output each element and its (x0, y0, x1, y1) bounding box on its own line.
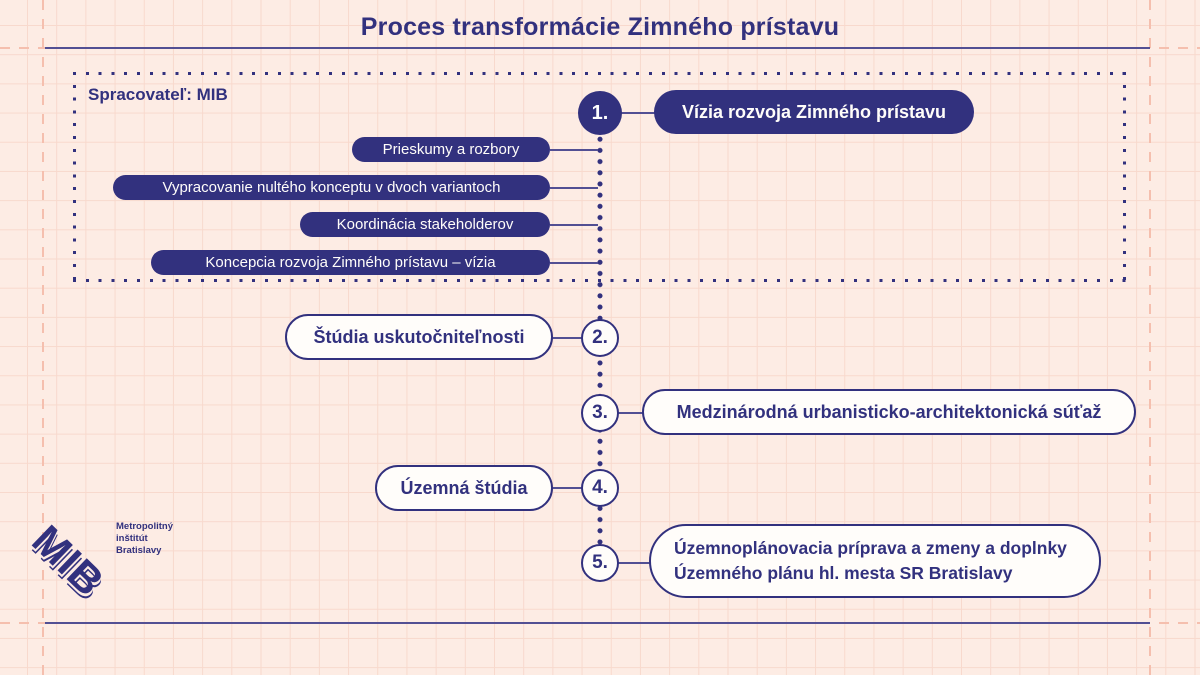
connector-substep1 (550, 149, 598, 151)
connector-step1 (620, 112, 656, 114)
connector-substep2 (550, 187, 598, 189)
step2-number-badge: 2. (581, 319, 619, 357)
step5-number-badge: 5. (581, 544, 619, 582)
step5-label-line2: Územného plánu hl. mesta SR Bratislavy (674, 563, 1013, 583)
connector-step3 (618, 412, 644, 414)
page-title: Proces transformácie Zimného prístavu (360, 13, 840, 41)
step2-label-pill: Štúdia uskutočniteľnosti (285, 314, 553, 360)
step1-label-pill: Vízia rozvoja Zimného prístavu (654, 90, 974, 134)
step3-label-pill: Medzinárodná urbanisticko-architektonick… (642, 389, 1136, 435)
connector-substep3 (550, 224, 598, 226)
connector-step4 (552, 487, 582, 489)
logo-caption-line3: Bratislavy (116, 545, 162, 556)
connector-step2 (552, 337, 582, 339)
step4-label-pill: Územná štúdia (375, 465, 553, 511)
mib-logo-caption: Metropolitný inštitút Bratislavy (116, 521, 173, 557)
divider-bottom (45, 621, 1150, 625)
connector-substep4 (550, 262, 598, 264)
step3-number-badge: 3. (581, 394, 619, 432)
phase1-substep-pill: Prieskumy a rozbory (352, 137, 550, 162)
step4-number-badge: 4. (581, 469, 619, 507)
connector-step5 (618, 562, 651, 564)
phase1-owner-label: Spracovateľ: MIB (88, 85, 228, 104)
phase1-substep-pill: Koordinácia stakeholderov (300, 212, 550, 237)
logo-caption-line2: inštitút (116, 533, 148, 544)
phase1-substep-pill: Vypracovanie nultého konceptu v dvoch va… (113, 175, 550, 200)
logo-caption-line1: Metropolitný (116, 521, 173, 532)
divider-top (45, 46, 1150, 50)
mib-logo-icon: MIB (23, 516, 114, 606)
margin-guide-left (42, 0, 44, 675)
step5-label-line1: Územnoplánovacia príprava a zmeny a dopl… (674, 538, 1067, 558)
step1-number-badge: 1. (578, 91, 622, 135)
phase1-substep-pill: Koncepcia rozvoja Zimného prístavu – víz… (151, 250, 550, 275)
margin-guide-right (1149, 0, 1151, 675)
step5-label-box: Územnoplánovacia príprava a zmeny a dopl… (649, 524, 1101, 598)
